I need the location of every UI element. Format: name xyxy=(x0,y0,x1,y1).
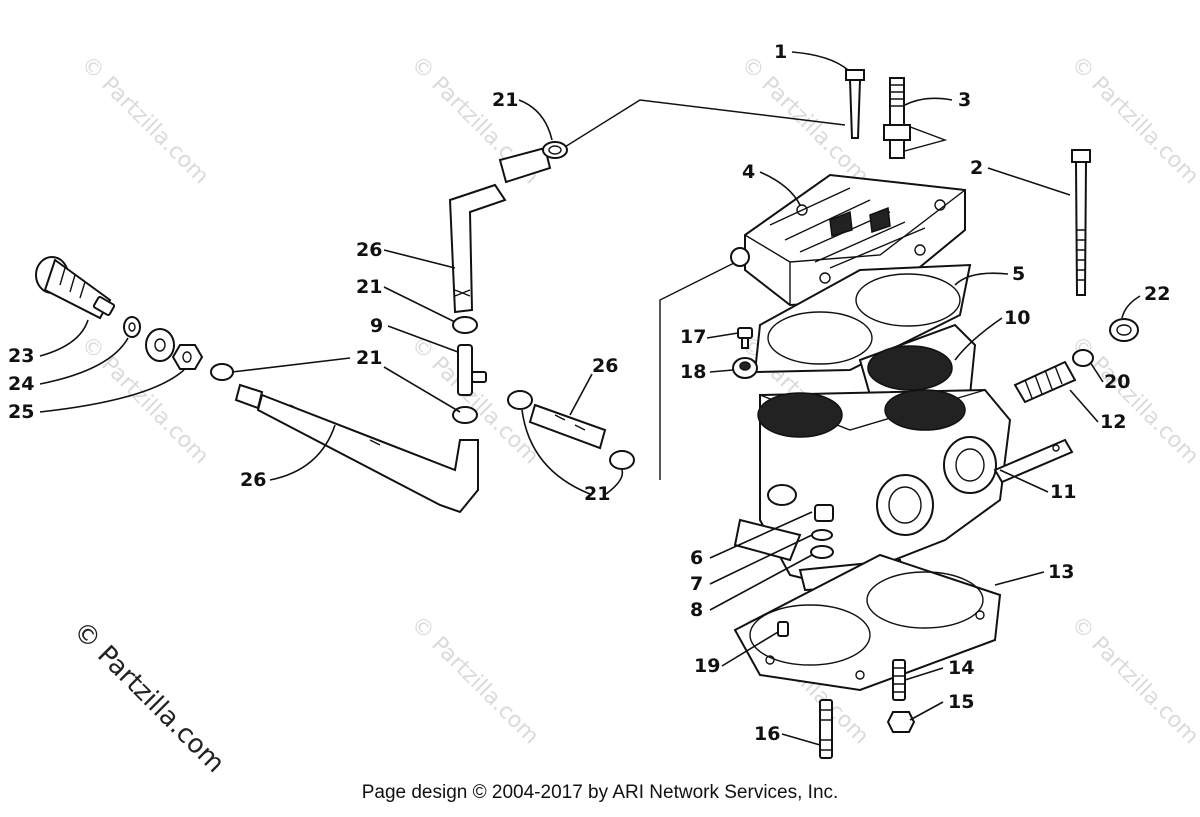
stud xyxy=(892,659,906,701)
callout-7: 7 xyxy=(690,573,703,595)
footer-copyright: Page design © 2004-2017 by ARI Network S… xyxy=(361,782,839,803)
coolant-hose xyxy=(498,146,552,184)
hose-clamp xyxy=(1109,318,1139,342)
nut xyxy=(171,344,204,370)
nut xyxy=(886,711,916,733)
callout-17: 17 xyxy=(680,326,706,348)
drain-plug-stack xyxy=(810,504,834,559)
leader-lines xyxy=(39,51,1141,746)
callout-12: 12 xyxy=(1100,411,1126,433)
long-bolt xyxy=(1071,149,1091,296)
bleed-valve xyxy=(35,256,116,320)
callout-3: 3 xyxy=(958,89,971,111)
callout-21-top: 21 xyxy=(492,89,518,111)
watermark-main: © Partzilla.com xyxy=(67,616,230,779)
hose-routing-line xyxy=(559,99,846,151)
tee-fitting xyxy=(457,344,487,396)
cylinder-gasket xyxy=(858,323,977,396)
callout-19: 19 xyxy=(694,655,720,677)
callout-21-mid: 21 xyxy=(356,276,382,298)
coolant-hose xyxy=(528,403,607,450)
callout-26-top: 26 xyxy=(356,239,382,261)
callout-10: 10 xyxy=(1004,307,1030,329)
plug-routing-line xyxy=(889,124,948,156)
hose-routing-line xyxy=(659,259,741,480)
callout-15: 15 xyxy=(948,691,974,713)
head-bolt xyxy=(845,69,865,139)
callout-23: 23 xyxy=(8,345,34,367)
callout-9: 9 xyxy=(370,315,383,337)
callout-21-left: 21 xyxy=(356,347,382,369)
thermostat-spring xyxy=(1013,360,1077,404)
callout-13: 13 xyxy=(1048,561,1074,583)
hose-clamp xyxy=(452,316,478,334)
callout-22: 22 xyxy=(1144,283,1170,305)
callout-18: 18 xyxy=(680,361,706,383)
bracket xyxy=(993,438,1074,484)
callout-26-right: 26 xyxy=(592,355,618,377)
spark-plug xyxy=(883,77,911,159)
thermostat-cap xyxy=(1072,349,1094,367)
callout-11: 11 xyxy=(1050,481,1076,503)
callout-6: 6 xyxy=(690,547,703,569)
watermark: © Partzilla.com xyxy=(76,52,214,190)
star-washer xyxy=(145,328,175,362)
hose-clamp xyxy=(609,450,635,470)
callout-24: 24 xyxy=(8,373,34,395)
base-gasket xyxy=(733,553,1002,692)
dowel-pin xyxy=(777,621,789,637)
stud xyxy=(819,699,833,759)
washer xyxy=(123,316,141,338)
hose-clamp xyxy=(542,141,568,159)
coolant-hose xyxy=(448,183,507,314)
parts-layer xyxy=(35,69,1139,759)
callout-21-bottom: 21 xyxy=(584,483,610,505)
watermark-group: © Partzilla.com © Partzilla.com © Partzi… xyxy=(67,52,1200,779)
hose-clamp xyxy=(507,390,533,410)
callout-labels: 1 2 3 4 5 6 7 8 9 10 11 12 13 14 15 16 1… xyxy=(8,41,1170,745)
callout-25: 25 xyxy=(8,401,34,423)
callout-16: 16 xyxy=(754,723,780,745)
callout-5: 5 xyxy=(1012,263,1025,285)
hose-stub xyxy=(234,383,264,410)
callout-20: 20 xyxy=(1104,371,1130,393)
callout-26-bottom: 26 xyxy=(240,469,266,491)
callout-4: 4 xyxy=(742,161,755,183)
callout-14: 14 xyxy=(948,657,974,679)
callout-2: 2 xyxy=(970,157,983,179)
callout-8: 8 xyxy=(690,599,703,621)
grommet xyxy=(732,357,758,379)
coolant-hose xyxy=(256,393,479,514)
hose-clamp xyxy=(210,363,234,381)
watermark: © Partzilla.com xyxy=(1066,612,1200,750)
watermark: © Partzilla.com xyxy=(406,612,544,750)
callout-1: 1 xyxy=(774,41,787,63)
